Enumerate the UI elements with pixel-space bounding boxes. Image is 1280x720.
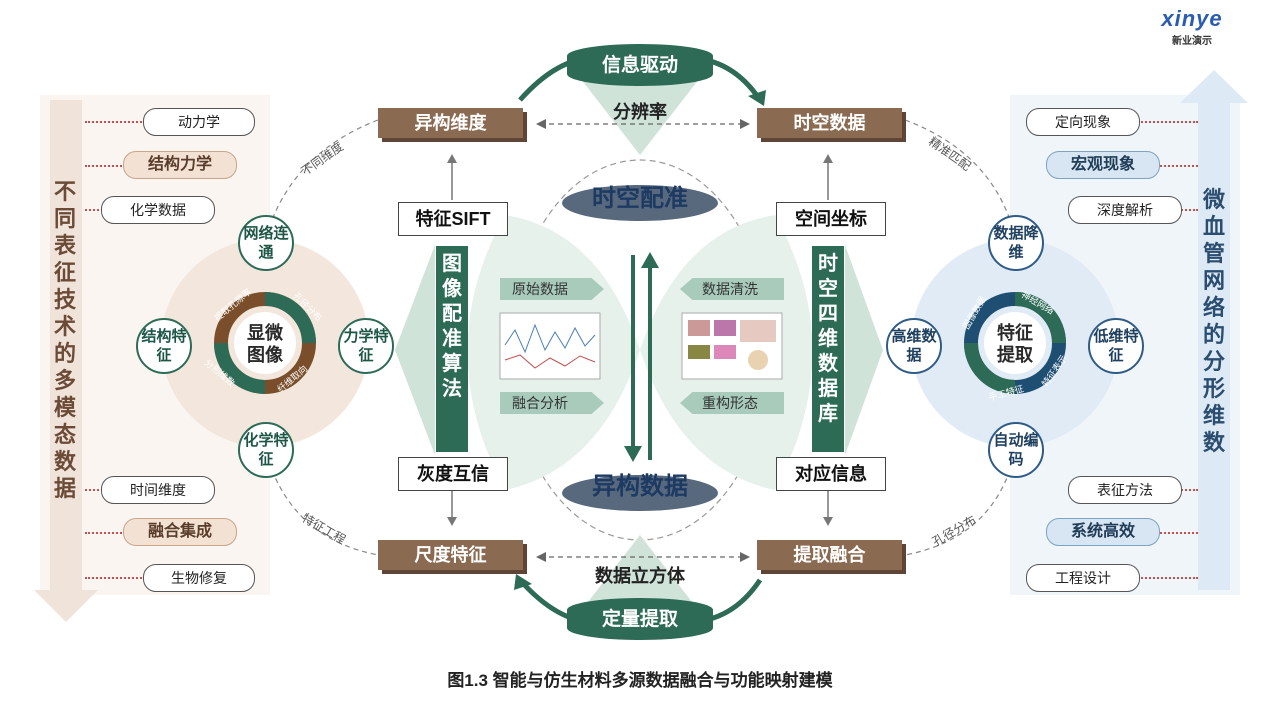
left-dotted-5 [85,532,125,534]
right-pill-macro: 宏观现象 [1046,151,1160,179]
right-pill-system-efficient: 系统高效 [1046,518,1160,546]
right-side-vertical-title: 微血管网络的分形维数 [1202,187,1225,455]
box-correspondence-info: 对应信息 [776,457,886,491]
left-pill-structural-mechanics: 结构力学 [123,151,237,179]
right-node-dim-reduction: 数据降维 [988,215,1044,271]
bottom-banner: 定量提取 [567,598,713,640]
left-side-vertical-title: 不同表征技术的多模态数据 [53,179,76,501]
left-pill-time-dimension: 时间维度 [101,476,215,504]
center-title-bottom: 异构数据 [592,473,688,500]
right-dotted-6 [1138,577,1198,579]
center-title-top: 时空配准 [592,185,688,212]
right-dotted-3 [1178,209,1198,211]
right-pill-engineering: 工程设计 [1026,564,1140,592]
tag-raw-data: 原始数据 [500,278,604,300]
right-node-high-dim: 高维数据 [886,318,942,374]
left-dotted-6 [85,577,145,579]
left-dotted-1 [85,121,145,123]
bottom-sub-label: 数据立方体 [595,566,685,586]
right-pill-characterization: 表征方法 [1068,476,1182,504]
left-node-structural: 结构特征 [136,318,192,374]
box-scale-feature: 尺度特征 [378,540,523,570]
left-pill-chemical-data: 化学数据 [101,196,215,224]
vertical-image-registration-algorithm: 图像配准算法 [436,246,468,452]
box-spatial-coordinate: 空间坐标 [776,202,886,236]
top-banner: 信息驱动 [567,44,713,86]
tag-reconstruct-morphology: 重构形态 [680,392,784,414]
tag-fusion-analysis: 融合分析 [500,392,604,414]
left-dotted-4 [85,489,103,491]
left-node-mechanical: 力学特征 [338,318,394,374]
right-node-autoencoder: 自动编码 [988,422,1044,478]
right-dotted-1 [1138,121,1198,123]
box-feature-sift: 特征SIFT [398,202,508,236]
left-cycle-center: 显微图像 [247,323,283,365]
left-node-chemical: 化学特征 [238,422,294,478]
left-dotted-3 [85,209,103,211]
brand-logo-text: xinye [1161,6,1223,31]
left-dotted-2 [85,165,125,167]
vertical-spatiotemporal-4d-database: 时空四维数据库 [812,246,844,452]
right-pill-directional: 定向现象 [1026,108,1140,136]
box-spatiotemporal-data: 时空数据 [757,108,902,138]
right-cycle-center: 特征提取 [997,323,1033,365]
tag-data-cleaning: 数据清洗 [680,278,784,300]
right-pill-deep-analysis: 深度解析 [1068,196,1182,224]
figure-caption: 图1.3 智能与仿生材料多源数据融合与功能映射建模 [447,671,833,690]
box-extraction-fusion: 提取融合 [757,540,902,570]
left-node-network: 网络连通 [238,215,294,271]
left-pill-dynamics: 动力学 [143,108,255,136]
right-dotted-4 [1178,489,1198,491]
right-dotted-2 [1156,165,1198,167]
left-pill-bio-repair: 生物修复 [143,564,255,592]
box-heterogeneous-dimension: 异构维度 [378,108,523,138]
brand-logo: xinye 新业演示 [1150,6,1234,47]
right-node-low-dim: 低维特征 [1088,318,1144,374]
left-pill-fusion-integration: 融合集成 [123,518,237,546]
top-sub-label: 分辨率 [613,102,667,122]
box-gray-mutual-info: 灰度互信 [398,457,508,491]
right-dotted-5 [1156,532,1198,534]
brand-sub-text: 新业演示 [1172,36,1212,47]
